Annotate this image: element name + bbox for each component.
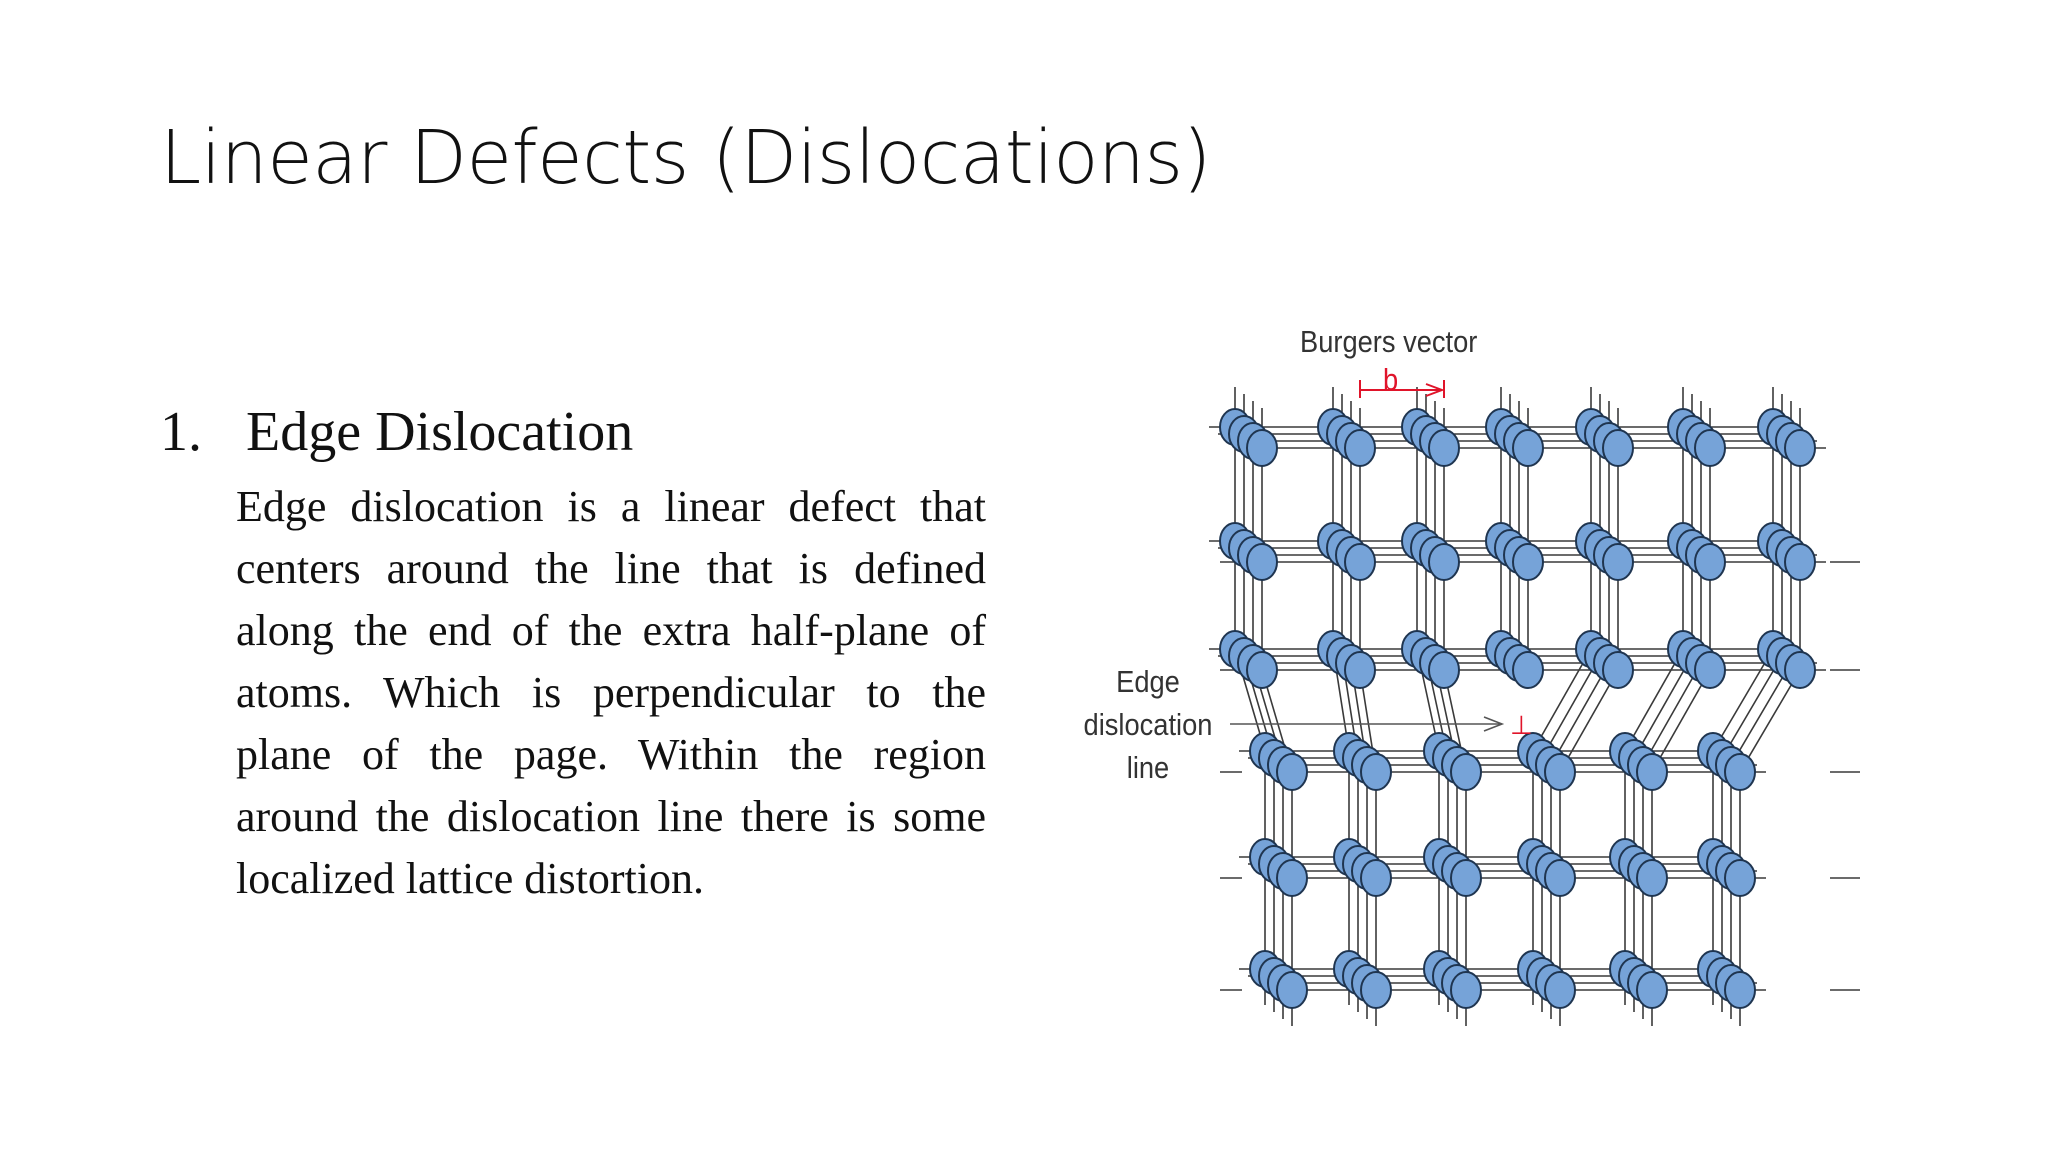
edge-dislocation-figure: ⊥ Burgers vector b Edge dislocation line bbox=[1070, 300, 1870, 1060]
figure-annotations: ⊥ bbox=[1230, 380, 1533, 741]
atom bbox=[1428, 651, 1460, 689]
vertical-bond bbox=[1633, 655, 1693, 759]
atom bbox=[1784, 429, 1816, 467]
atom bbox=[1246, 429, 1278, 467]
atom bbox=[1694, 429, 1726, 467]
slide-title: Linear Defects (Dislocations) bbox=[160, 115, 1211, 201]
vertical-bond bbox=[1721, 655, 1783, 759]
section-heading: 1. Edge Dislocation bbox=[160, 400, 633, 464]
burgers-b-symbol: b bbox=[1383, 362, 1399, 397]
section-body-text: Edge dislocation is a linear defect that… bbox=[236, 482, 986, 903]
atom bbox=[1428, 543, 1460, 581]
vertical-bond bbox=[1730, 662, 1792, 766]
atom bbox=[1246, 651, 1278, 689]
atom bbox=[1694, 543, 1726, 581]
lattice-atoms bbox=[1219, 408, 1816, 1009]
atom bbox=[1724, 971, 1756, 1009]
atom bbox=[1724, 753, 1756, 791]
atom bbox=[1344, 651, 1376, 689]
edge-label-line-3: line bbox=[1126, 750, 1170, 785]
atom bbox=[1360, 859, 1392, 897]
atom bbox=[1784, 543, 1816, 581]
atom bbox=[1544, 859, 1576, 897]
atom bbox=[1512, 543, 1544, 581]
atom bbox=[1636, 753, 1668, 791]
atom bbox=[1450, 859, 1482, 897]
atom bbox=[1636, 971, 1668, 1009]
atom bbox=[1344, 429, 1376, 467]
atom bbox=[1246, 543, 1278, 581]
section-number: 1. bbox=[160, 401, 202, 463]
atom bbox=[1360, 753, 1392, 791]
lattice-diagram: ⊥ bbox=[1209, 380, 1860, 1026]
atom bbox=[1428, 429, 1460, 467]
atom bbox=[1276, 971, 1308, 1009]
atom bbox=[1450, 753, 1482, 791]
atom bbox=[1602, 429, 1634, 467]
atom bbox=[1784, 651, 1816, 689]
vertical-bond bbox=[1739, 669, 1801, 773]
vertical-bond bbox=[1541, 655, 1601, 759]
vertical-bond bbox=[1550, 662, 1610, 766]
atom bbox=[1544, 753, 1576, 791]
lattice-bonds bbox=[1209, 387, 1860, 1026]
atom bbox=[1602, 543, 1634, 581]
atom bbox=[1544, 971, 1576, 1009]
edge-label-line-2: dislocation bbox=[1083, 707, 1213, 742]
edge-dislocation-line-label: Edge dislocation line bbox=[1079, 660, 1216, 789]
dislocation-pointer-arrowhead bbox=[1483, 716, 1505, 732]
atom bbox=[1276, 753, 1308, 791]
vertical-bond bbox=[1624, 648, 1684, 752]
vertical-bond bbox=[1642, 662, 1702, 766]
vertical-bond bbox=[1559, 669, 1619, 773]
burgers-vector-label: Burgers vector bbox=[1300, 324, 1478, 359]
atom bbox=[1360, 971, 1392, 1009]
atom bbox=[1344, 543, 1376, 581]
atom bbox=[1276, 859, 1308, 897]
edge-label-line-1: Edge bbox=[1116, 664, 1180, 699]
burgers-arrowhead bbox=[1425, 383, 1445, 397]
vertical-bond bbox=[1651, 669, 1711, 773]
atom bbox=[1450, 971, 1482, 1009]
atom bbox=[1694, 651, 1726, 689]
atom bbox=[1512, 429, 1544, 467]
section-heading-text: Edge Dislocation bbox=[246, 401, 634, 463]
atom bbox=[1724, 859, 1756, 897]
atom bbox=[1602, 651, 1634, 689]
atom bbox=[1636, 859, 1668, 897]
vertical-bond bbox=[1532, 648, 1592, 752]
vertical-bond bbox=[1712, 648, 1774, 752]
atom bbox=[1512, 651, 1544, 689]
dislocation-symbol: ⊥ bbox=[1510, 711, 1533, 741]
